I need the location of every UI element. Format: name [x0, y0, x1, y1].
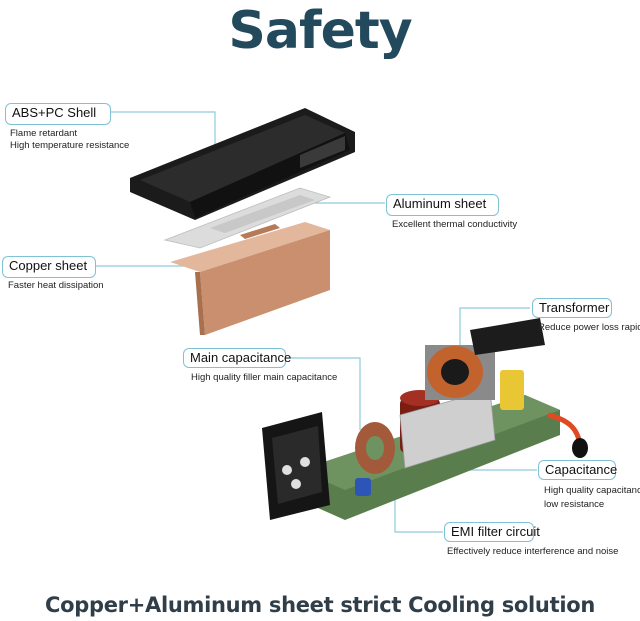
- abs-shell: [130, 108, 355, 220]
- abs-shell-callout: ABS+PC Shell: [5, 103, 111, 125]
- copper-sheet-shape: [170, 222, 330, 335]
- capacitance-desc-2: low resistance: [544, 499, 605, 510]
- aluminum-sheet-shape: [163, 187, 332, 249]
- main-capacitance-label: Main capacitance: [190, 350, 292, 365]
- transformer-label: Transformer: [539, 300, 610, 315]
- leader-main-cap: [285, 357, 361, 430]
- abs-shell-label: ABS+PC Shell: [12, 105, 97, 120]
- emi-filter-desc: Effectively reduce interference and nois…: [447, 546, 619, 557]
- leader-transformer: [459, 307, 530, 355]
- abs-shell-desc-2: High temperature resistance: [10, 140, 130, 151]
- copper-sheet-label: Copper sheet: [9, 258, 88, 273]
- emi-filter-label: EMI filter circuit: [451, 524, 540, 539]
- emi-filter-callout: EMI filter circuit: [444, 522, 540, 542]
- transformer-callout: Transformer: [532, 298, 612, 318]
- capacitance-label: Capacitance: [545, 462, 618, 477]
- copper-sheet-desc: Faster heat dissipation: [8, 280, 104, 291]
- capacitance-callout: Capacitance: [538, 460, 618, 480]
- main-capacitance-desc: High quality filler main capacitance: [191, 372, 338, 383]
- abs-shell-desc-1: Flame retardant: [10, 128, 78, 139]
- page-title: Safety: [228, 1, 412, 61]
- aluminum-sheet-callout: Aluminum sheet: [386, 194, 499, 216]
- capacitance-desc-1: High quality capacitance,: [544, 485, 640, 496]
- main-capacitance-callout: Main capacitance: [183, 348, 291, 368]
- copper-sheet-callout: Copper sheet: [2, 256, 96, 278]
- pcb-board: [262, 318, 588, 520]
- transformer-desc: Reduce power loss rapidly: [538, 322, 640, 333]
- aluminum-sheet-desc: Excellent thermal conductivity: [392, 219, 518, 230]
- aluminum-sheet-label: Aluminum sheet: [393, 196, 487, 211]
- bottom-caption: Copper+Aluminum sheet strict Cooling sol…: [45, 593, 595, 617]
